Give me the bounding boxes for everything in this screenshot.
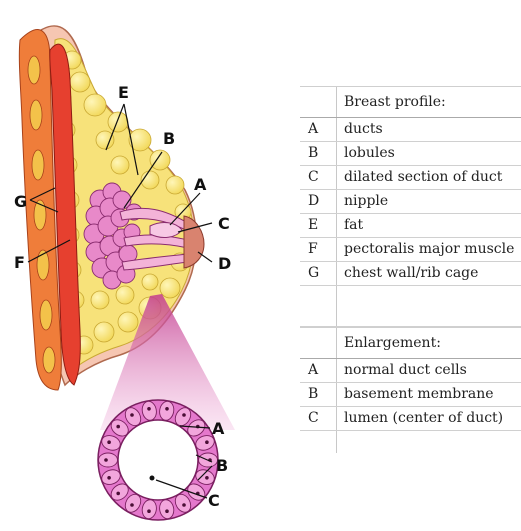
label-a: A	[194, 175, 207, 194]
enlargement-label-b: B	[216, 456, 228, 475]
legend-text: chest wall/rib cage	[344, 262, 478, 285]
cell-nucleus	[104, 458, 108, 462]
cell-nucleus	[107, 476, 111, 480]
legend-text: fat	[344, 214, 363, 237]
legend-key: C	[308, 166, 319, 189]
legend-key: C	[308, 407, 319, 430]
legend-key: D	[308, 190, 319, 213]
legend-enlargement-header: Enlargement:	[300, 327, 521, 359]
legend-row: Gchest wall/rib cage	[300, 262, 521, 286]
legend-text: ducts	[344, 118, 383, 141]
label-d: D	[218, 254, 231, 273]
legend-tail	[300, 431, 521, 453]
cell-nucleus	[130, 503, 134, 507]
legend-key: B	[308, 383, 318, 406]
legend-text: normal duct cells	[344, 359, 467, 382]
duct-cell	[99, 453, 118, 467]
cell-nucleus	[205, 476, 209, 480]
cell-nucleus	[107, 440, 111, 444]
cell-nucleus	[165, 407, 169, 411]
legend-text: lobules	[344, 142, 395, 165]
cell-nucleus	[165, 509, 169, 513]
cell-nucleus	[116, 425, 120, 429]
legend-spacer	[300, 286, 521, 327]
legend-row: Anormal duct cells	[300, 359, 521, 383]
legend-row: Clumen (center of duct)	[300, 407, 521, 431]
label-c: C	[218, 214, 230, 233]
label-f: F	[14, 253, 25, 272]
enlargement-label-c: C	[208, 491, 220, 510]
legend-profile-title: Breast profile:	[344, 87, 446, 117]
duct-cross-section	[98, 400, 218, 520]
cell-nucleus	[182, 503, 186, 507]
legend-table: Breast profile: Aducts Blobules Cdilated…	[300, 86, 521, 453]
legend-key: G	[308, 262, 319, 285]
label-g: G	[14, 192, 27, 211]
legend-row: Bbasement membrane	[300, 383, 521, 407]
legend-key: F	[308, 238, 318, 261]
cell-nucleus	[205, 440, 209, 444]
legend-text: basement membrane	[344, 383, 494, 406]
legend-text: dilated section of duct	[344, 166, 502, 189]
legend-row: Dnipple	[300, 190, 521, 214]
ducts	[120, 208, 188, 270]
cell-nucleus	[182, 413, 186, 417]
legend-text: lumen (center of duct)	[344, 407, 503, 430]
cell-nucleus	[130, 413, 134, 417]
legend-row: Blobules	[300, 142, 521, 166]
label-b: B	[163, 129, 175, 148]
legend-text: pectoralis major muscle	[344, 238, 514, 261]
legend-enlargement-title: Enlargement:	[344, 328, 441, 358]
legend-row: Efat	[300, 214, 521, 238]
enlargement-label-a: A	[212, 419, 225, 438]
legend-key: A	[308, 118, 318, 141]
legend-row: Cdilated section of duct	[300, 166, 521, 190]
legend-row: Aducts	[300, 118, 521, 142]
cell-nucleus	[147, 407, 151, 411]
legend-row: Fpectoralis major muscle	[300, 238, 521, 262]
legend-key: A	[308, 359, 318, 382]
legend-text: nipple	[344, 190, 388, 213]
legend-key: B	[308, 142, 318, 165]
legend-key: E	[308, 214, 318, 237]
breast-anatomy-diagram: E B A G C F D A B C	[0, 0, 300, 531]
cell-nucleus	[116, 492, 120, 496]
nipple	[184, 216, 204, 268]
label-e: E	[118, 83, 129, 102]
legend-profile-header: Breast profile:	[300, 86, 521, 118]
cell-nucleus	[147, 509, 151, 513]
